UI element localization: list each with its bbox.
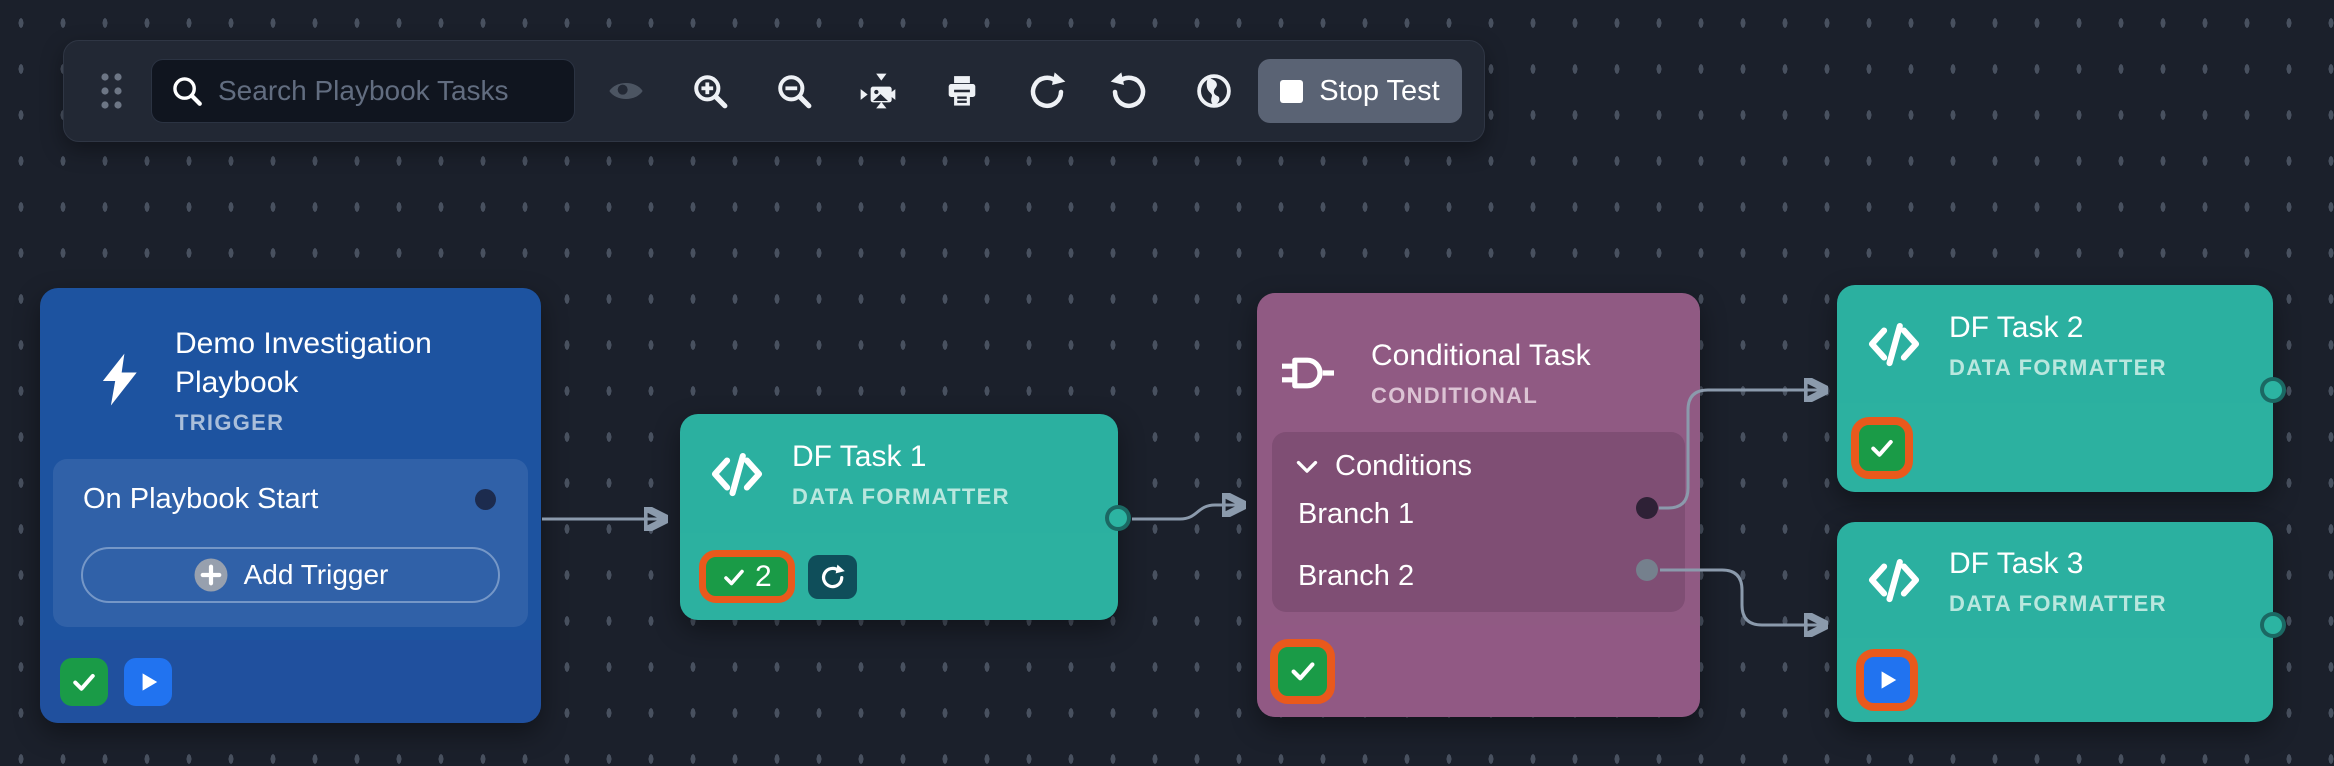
node-title: DF Task 1	[792, 440, 927, 473]
trigger-list-panel: On Playbook Start Add Trigger	[53, 459, 528, 627]
fit-to-screen-button[interactable]	[858, 71, 898, 111]
node-df-task-2[interactable]: DF Task 2 DATA FORMATTER	[1837, 285, 2273, 492]
zoom-in-button[interactable]	[690, 71, 730, 111]
code-icon	[711, 452, 763, 496]
branch-1-port[interactable]	[1636, 497, 1658, 519]
run-playbook-button[interactable]	[124, 657, 172, 706]
check-icon	[1871, 439, 1893, 457]
lightning-icon	[102, 353, 137, 405]
wire-df1-to-conditional	[1132, 505, 1240, 521]
node-type-label: CONDITIONAL	[1371, 383, 1539, 408]
node-demo-investigation-playbook[interactable]: Demo Investigation Playbook TRIGGER On P…	[40, 288, 541, 723]
trigger-node-footer	[40, 640, 541, 723]
running-status-badge[interactable]	[1856, 649, 1918, 711]
success-status-badge[interactable]	[1851, 416, 1913, 479]
trigger-row-label: On Playbook Start	[83, 483, 319, 515]
df2-output-port[interactable]	[2260, 377, 2286, 403]
success-count-badge[interactable]: 2	[699, 550, 795, 603]
node-title: Conditional Task	[1371, 339, 1591, 372]
trigger-node-header: Demo Investigation Playbook TRIGGER	[40, 288, 541, 465]
branch-1-label: Branch 1	[1298, 497, 1415, 530]
node-type-label: DATA FORMATTER	[792, 484, 1010, 509]
drag-handle-icon[interactable]	[98, 70, 125, 112]
node-title: DF Task 2	[1949, 310, 2084, 344]
play-icon	[142, 672, 158, 691]
globe-button[interactable]	[1194, 71, 1234, 111]
df1-node-footer: 2	[680, 533, 1118, 620]
check-icon	[1291, 662, 1314, 681]
conditional-node-footer	[1257, 625, 1700, 717]
canvas-toolbar: Stop Test	[63, 40, 1485, 142]
globe-icon	[1197, 74, 1231, 108]
visibility-button[interactable]	[606, 71, 646, 111]
redo-button[interactable]	[1026, 71, 1066, 111]
node-type-label: DATA FORMATTER	[1949, 354, 2167, 380]
stop-test-button[interactable]: Stop Test	[1258, 59, 1462, 123]
undo-icon	[1110, 72, 1146, 109]
check-icon	[724, 569, 744, 585]
success-status-button[interactable]	[60, 657, 108, 706]
conditional-node-header: Conditional Task CONDITIONAL	[1257, 293, 1700, 442]
branch-2-port[interactable]	[1636, 559, 1658, 581]
node-conditional-task[interactable]: Conditional Task CONDITIONAL Conditions …	[1257, 293, 1700, 717]
node-df-task-1[interactable]: DF Task 1 DATA FORMATTER 2	[680, 414, 1118, 620]
toolbar-icon-group	[606, 71, 1234, 111]
branch-1-row[interactable]: Branch 1	[1272, 483, 1685, 545]
branch-2-label: Branch 2	[1298, 559, 1415, 592]
node-title: DF Task 3	[1949, 546, 2084, 580]
chevron-down-icon	[1296, 460, 1318, 473]
add-trigger-label: Add Trigger	[243, 559, 389, 590]
plus-circle-icon	[194, 558, 228, 592]
check-icon	[73, 673, 95, 691]
print-button[interactable]	[942, 71, 982, 111]
search-input[interactable]	[152, 60, 574, 122]
df3-node-footer	[1837, 638, 2273, 722]
search-playbook-tasks	[151, 59, 575, 123]
df3-output-port[interactable]	[2260, 612, 2286, 638]
success-status-badge[interactable]	[1270, 638, 1335, 704]
stop-test-label: Stop Test	[1319, 74, 1440, 107]
node-df-task-3[interactable]: DF Task 3 DATA FORMATTER	[1837, 522, 2273, 722]
zoom-out-icon	[778, 75, 812, 109]
node-type-label: TRIGGER	[175, 409, 285, 435]
branch-2-row[interactable]: Branch 2	[1272, 545, 1685, 607]
node-title: Demo Investigation Playbook	[175, 326, 432, 399]
add-trigger-button[interactable]: Add Trigger	[81, 547, 500, 603]
conditions-toggle[interactable]: Conditions	[1272, 432, 1685, 483]
logic-gate-icon	[1282, 357, 1334, 388]
code-icon	[1868, 558, 1920, 603]
fit-to-screen-icon	[860, 73, 896, 109]
conditions-label: Conditions	[1335, 450, 1473, 482]
zoom-in-icon	[694, 75, 728, 109]
zoom-out-button[interactable]	[774, 71, 814, 111]
node-type-label: DATA FORMATTER	[1949, 590, 2167, 616]
df2-node-footer	[1837, 403, 2273, 492]
print-icon	[948, 76, 976, 106]
redo-icon	[822, 564, 845, 588]
conditions-panel: Conditions Branch 1 Branch 2	[1272, 432, 1685, 612]
df2-node-header: DF Task 2 DATA FORMATTER	[1837, 285, 2273, 403]
eye-icon	[609, 83, 643, 99]
rerun-task-button[interactable]	[807, 554, 857, 599]
trigger-row-on-playbook-start[interactable]: On Playbook Start	[53, 459, 528, 516]
play-icon	[1881, 671, 1897, 689]
df1-output-port[interactable]	[1105, 505, 1131, 531]
df1-node-header: DF Task 1 DATA FORMATTER	[680, 414, 1118, 533]
code-icon	[1868, 322, 1920, 367]
df3-node-header: DF Task 3 DATA FORMATTER	[1837, 522, 2273, 638]
redo-icon	[1030, 72, 1066, 109]
undo-button[interactable]	[1110, 71, 1150, 111]
stop-icon	[1280, 79, 1304, 103]
trigger-start-port[interactable]	[475, 489, 496, 510]
success-count: 2	[755, 559, 772, 593]
